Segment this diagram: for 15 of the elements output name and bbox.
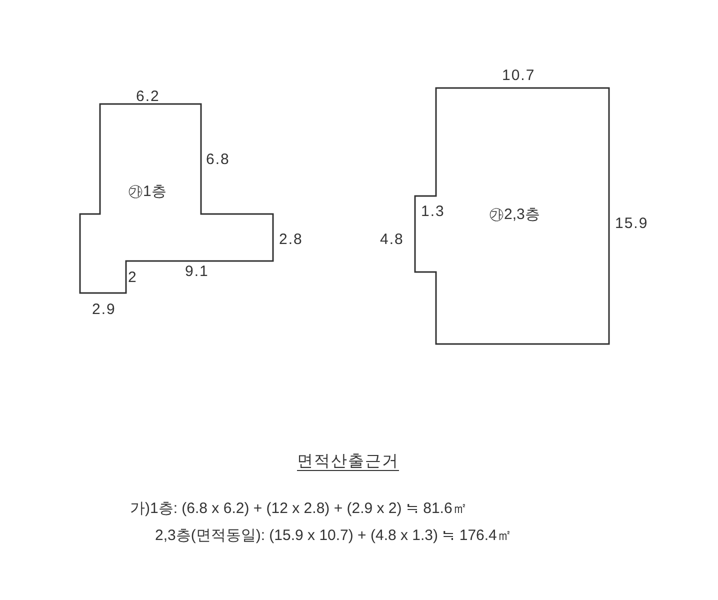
- section-heading: 면적산출근거: [297, 452, 399, 472]
- dimension-label: 6.2: [136, 87, 160, 107]
- floor-label: ㉮2,3층: [489, 205, 540, 225]
- dimension-label: 2.9: [92, 300, 116, 320]
- area-formula: 가)1층: (6.8 x 6.2) + (12 x 2.8) + (2.9 x 2) ≒ 81.6㎡: [130, 499, 468, 519]
- dimension-label: 15.9: [615, 214, 648, 234]
- dimension-label: 6.8: [206, 150, 230, 170]
- dimension-label: 1.3: [421, 202, 445, 222]
- floor-label: ㉮1층: [128, 182, 166, 202]
- dimension-label: 2.8: [279, 230, 303, 250]
- dimension-label: 10.7: [502, 66, 536, 86]
- dimension-label: 2: [128, 268, 138, 288]
- dimension-label: 9.1: [185, 262, 209, 282]
- area-formula: 2,3층(면적동일): (15.9 x 10.7) + (4.8 x 1.3) ≒ 176.4㎡: [155, 526, 512, 546]
- dimension-label: 4.8: [380, 230, 404, 250]
